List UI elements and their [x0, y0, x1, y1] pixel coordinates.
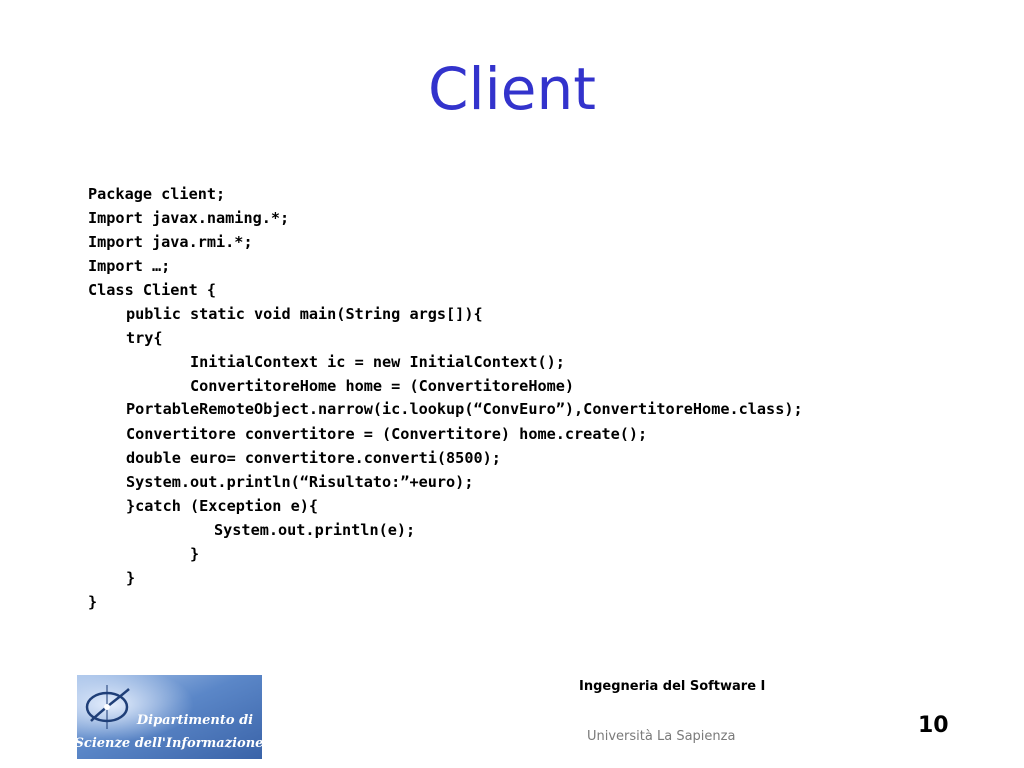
code-line: System.out.println(e);	[214, 521, 416, 539]
code-line: Convertitore convertitore = (Convertitor…	[126, 425, 648, 443]
code-line: }	[88, 593, 98, 611]
code-line: InitialContext ic = new InitialContext()…	[190, 353, 565, 371]
code-line: }catch (Exception e){	[126, 497, 319, 515]
code-line: Import javax.naming.*;	[88, 209, 290, 227]
code-line: Import …;	[88, 257, 171, 275]
logo-text-line2: Scienze dell'Informazione	[77, 736, 262, 751]
department-logo: Dipartimento di Scienze dell'Informazion…	[77, 675, 262, 759]
code-line: PortableRemoteObject.narrow(ic.lookup(“C…	[126, 400, 803, 418]
code-line: double euro= convertitore.converti(8500)…	[126, 449, 501, 467]
code-line: ConvertitoreHome home = (ConvertitoreHom…	[190, 377, 575, 395]
code-line: Class Client {	[88, 281, 217, 299]
code-line: }	[126, 569, 136, 587]
logo-text-line1: Dipartimento di	[136, 713, 253, 728]
code-line: }	[190, 545, 200, 563]
code-block: Package client; Import javax.naming.*; Imp…	[88, 182, 968, 614]
code-line: try{	[126, 329, 163, 347]
slide-title: Client	[428, 55, 596, 123]
code-line: System.out.println(“Risultato:”+euro);	[126, 473, 474, 491]
university-name: Università La Sapienza	[587, 729, 736, 744]
page-number: 10	[918, 713, 949, 738]
course-name: Ingegneria del Software I	[579, 679, 766, 694]
code-line: Import java.rmi.*;	[88, 233, 253, 251]
code-line: public static void main(String args[]){	[126, 305, 483, 323]
department-logo-icon	[85, 685, 130, 729]
code-line: Package client;	[88, 185, 226, 203]
